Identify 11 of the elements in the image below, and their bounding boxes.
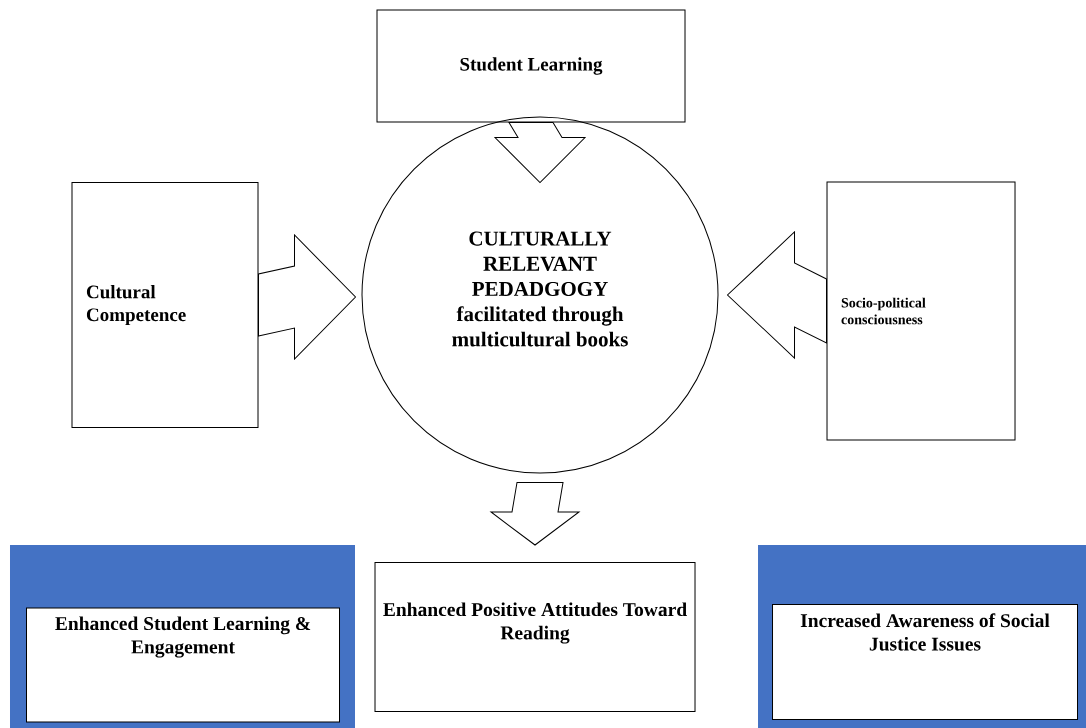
- text-box: Student Learning: [376, 9, 686, 123]
- text-box: Cultural Competence: [71, 182, 259, 428]
- block-arrow: [494, 122, 586, 183]
- text-box: Socio-political consciousness: [826, 181, 1016, 441]
- block-arrow: [490, 482, 580, 546]
- block-arrow: [258, 234, 356, 360]
- framed-box: Enhanced Student Learning & Engagement: [10, 545, 355, 728]
- block-arrow: [727, 231, 827, 359]
- circle-node: CULTURALLY RELEVANT PEDADGOGY facilitated through multicultural books: [361, 116, 719, 474]
- text-box: Enhanced Positive Attitudes Toward Reading: [374, 562, 696, 712]
- framed-box: Increased Awareness of Social Justice Issues: [758, 545, 1086, 728]
